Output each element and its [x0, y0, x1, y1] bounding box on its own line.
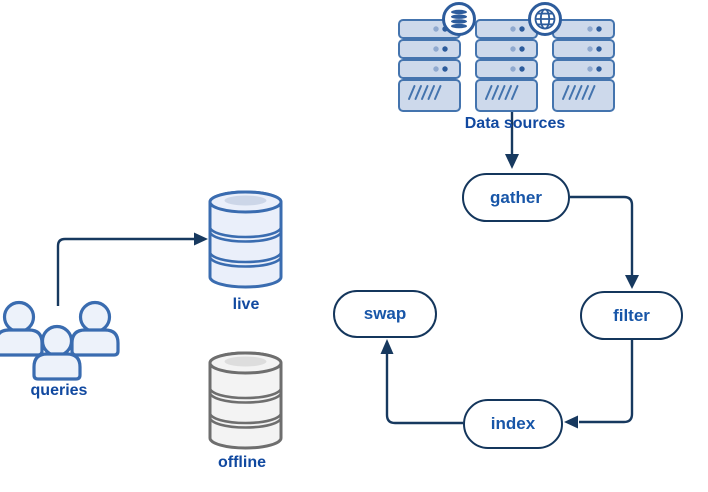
server-tower — [475, 19, 538, 112]
node-index: index — [463, 399, 563, 449]
server-tower — [398, 19, 461, 112]
queries-label: queries — [30, 382, 88, 399]
user-figure — [32, 324, 82, 381]
edge-gather-to-filter — [570, 195, 639, 289]
node-gather: gather — [462, 173, 570, 222]
node-index-label: index — [490, 414, 536, 433]
cylinder-top-highlight — [224, 195, 267, 206]
server-stack-icon — [398, 19, 615, 112]
user-figure — [0, 300, 44, 357]
node-gather-label: gather — [490, 187, 542, 207]
node-swap: swap — [333, 290, 437, 338]
cylinder-top-highlight — [224, 356, 267, 367]
data-sources-label: Data sources — [464, 115, 566, 132]
server-tower — [552, 19, 615, 112]
edge-index-to-swap — [380, 339, 463, 425]
globe-badge-icon — [528, 2, 562, 36]
live-database-icon — [208, 190, 283, 289]
node-filter: filter — [580, 291, 683, 340]
offline-database-icon — [208, 351, 283, 450]
offline-label: offline — [218, 454, 266, 471]
edge-filter-to-index — [564, 340, 634, 429]
edge-sources-to-gather — [505, 111, 519, 169]
edge-queries-to-live — [56, 232, 208, 306]
database-badge-icon — [442, 2, 476, 36]
user-figure — [70, 300, 120, 357]
node-swap-label: swap — [363, 304, 407, 323]
live-label: live — [232, 296, 260, 313]
node-filter-label: filter — [613, 305, 650, 325]
users-icon — [0, 300, 120, 381]
